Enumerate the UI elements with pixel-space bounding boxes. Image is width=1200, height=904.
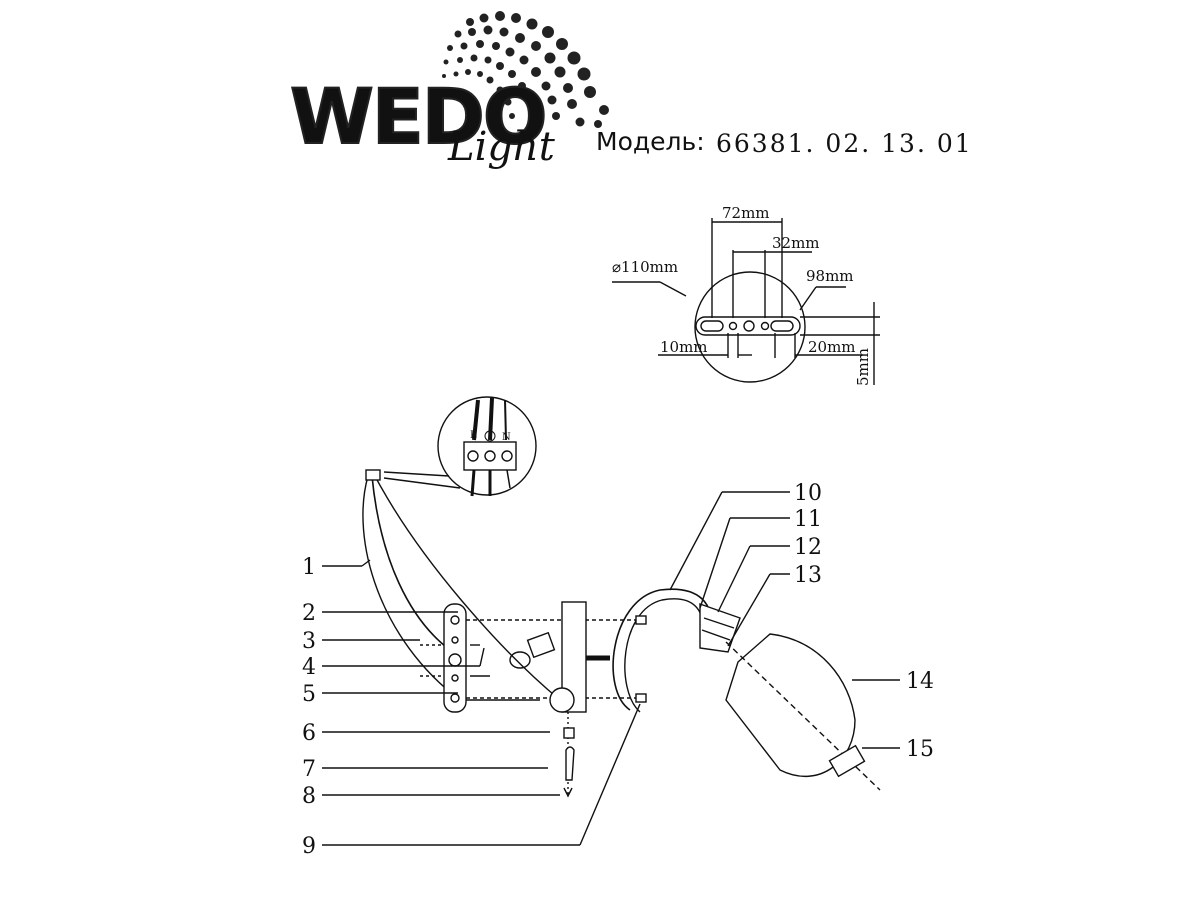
power-cable: [371, 475, 451, 651]
mounting-plate-detail: [612, 218, 880, 385]
callout-8: 8: [302, 784, 316, 809]
chain-weight: [565, 746, 575, 781]
callout-labels: 1 2 3 4 5 6 7 8 9 10 11 12 13 14 15: [302, 481, 934, 859]
shade-nut: [828, 744, 866, 778]
power-cable-b: [375, 477, 561, 701]
model-number: 66381. 02. 13. 01: [716, 129, 973, 158]
dim-32-label: 32mm: [772, 234, 820, 252]
dim-5-label: 5mm: [854, 348, 872, 386]
brand-logo: WEDO Light: [289, 11, 609, 170]
callout-1: 1: [302, 555, 316, 580]
callout-4: 4: [302, 655, 316, 680]
plate-circle: [694, 271, 806, 383]
power-cable-c: [362, 475, 540, 701]
dim-10-label: 10mm: [660, 338, 708, 356]
lamp-shade: [725, 633, 856, 777]
terminal-live-label: L: [470, 430, 477, 441]
lamp-assembly: [322, 469, 900, 846]
callout-14: 14: [906, 669, 934, 694]
plate-slot-left: [700, 320, 724, 332]
callout-13: 13: [794, 563, 822, 588]
dim-diameter-label: ⌀110mm: [612, 258, 678, 276]
terminal-neutral-label: N: [502, 432, 511, 443]
callout-7: 7: [302, 757, 316, 782]
plate-hole: [760, 321, 770, 331]
callout-5: 5: [302, 682, 316, 707]
callout-9: 9: [302, 834, 316, 859]
dim-20-label: 20mm: [808, 338, 856, 356]
callout-2: 2: [302, 601, 316, 626]
callout-12: 12: [794, 535, 822, 560]
wall-bracket: [443, 603, 467, 713]
plate-slot-right: [770, 320, 794, 332]
plate-center-hole: [743, 320, 755, 332]
axis-line: [725, 641, 881, 791]
callout-15: 15: [906, 737, 934, 762]
callout-11: 11: [794, 507, 822, 532]
curved-arm: [612, 588, 712, 711]
ground-symbol-icon: [484, 430, 496, 442]
plate-dimension-labels: 72mm 32mm ⌀110mm 98mm 10mm 20mm 5mm: [612, 204, 872, 386]
callout-10: 10: [794, 481, 822, 506]
terminal-block-detail: [383, 396, 537, 497]
dim-98-label: 98mm: [806, 267, 854, 285]
nut: [509, 651, 531, 669]
callout-3: 3: [302, 629, 316, 654]
logo-script: Light: [447, 124, 556, 170]
cable-connector: [365, 469, 381, 481]
model-label: Модель:: [596, 127, 705, 156]
plate-bar: [695, 316, 801, 336]
logo-dot-swirl: [442, 11, 609, 128]
logo-wordmark: WEDO: [290, 72, 545, 161]
terminal-block: [463, 441, 517, 471]
terminal-clamp: [526, 631, 556, 659]
callout-6: 6: [302, 721, 316, 746]
terminal-labels: L N: [470, 430, 511, 443]
terminal-zoom-circle: [437, 396, 537, 496]
plate-hole: [728, 321, 738, 331]
pull-switch: [549, 687, 575, 713]
dim-72-label: 72mm: [722, 204, 770, 222]
